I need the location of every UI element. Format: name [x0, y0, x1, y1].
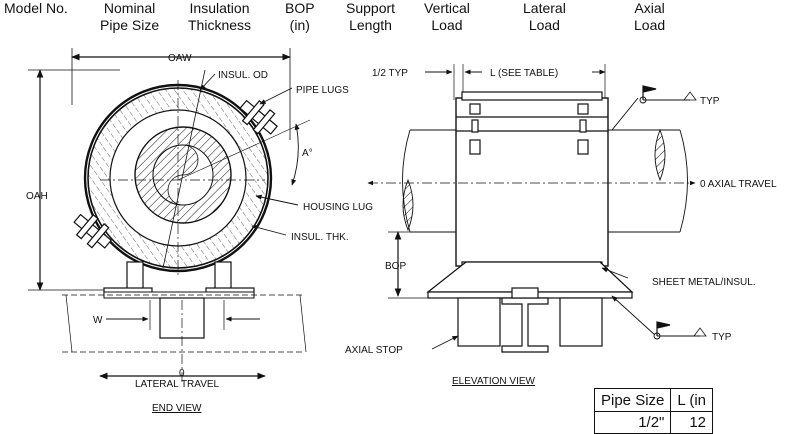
angle-label: A°: [302, 148, 313, 159]
oah-label: OAH: [26, 191, 48, 202]
table-header-pipe-size: Pipe Size: [593, 388, 672, 412]
axial-travel-label: 0 AXIAL TRAVEL: [700, 179, 777, 190]
bop-label: BOP: [385, 261, 406, 272]
insul-thk-label: INSUL. THK.: [291, 232, 349, 243]
table-cell: 12: [670, 411, 713, 434]
half-typ-label: 1/2 TYP: [372, 68, 408, 79]
sheet-metal-label: SHEET METAL/INSUL.: [652, 277, 756, 288]
w-label: W: [93, 315, 103, 326]
insul-od-label: INSUL. OD: [218, 70, 268, 81]
pipe-lugs-label: PIPE LUGS: [296, 85, 349, 96]
table-header-length: L (in: [670, 388, 713, 412]
lateral-travel-label: LATERAL TRAVEL: [135, 379, 220, 390]
length-table: Pipe Size L (in 1/2" 12: [593, 388, 713, 434]
end-view: [28, 48, 311, 385]
table-cell: 1/2": [593, 411, 672, 434]
oaw-label: OAW: [168, 53, 192, 64]
elevation-view: [367, 64, 707, 353]
housing-lug-label: HOUSING LUG: [303, 202, 373, 213]
drawing-canvas: OAW OAH INSUL. OD PIPE LUGS A° HOUSING L…: [26, 48, 777, 414]
elevation-view-title: ELEVATION VIEW: [452, 376, 536, 387]
axial-stop-label: AXIAL STOP: [345, 345, 403, 356]
weld-typ-bottom-label: TYP: [712, 332, 732, 343]
header-model-no: Model No.: [4, 0, 68, 16]
zero-lateral-label: 0: [179, 368, 185, 379]
weld-typ-top-label: TYP: [700, 96, 720, 107]
l-see-table-label: L (SEE TABLE): [490, 68, 558, 79]
header-bop: BOP(in): [285, 0, 315, 33]
end-view-title: END VIEW: [152, 403, 202, 414]
